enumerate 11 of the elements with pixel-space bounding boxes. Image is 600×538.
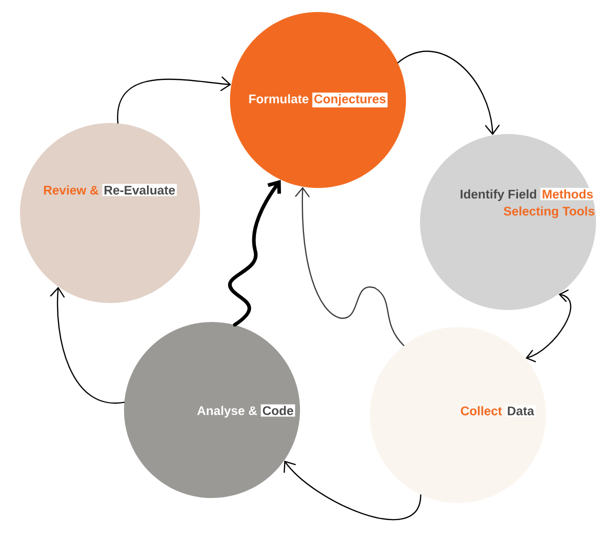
circle-label: Identify Field Methods Selecting Tools <box>460 188 595 218</box>
circle-label: Review & Re-Evaluate <box>44 184 177 196</box>
circle-label: Collect Data <box>460 405 536 417</box>
curved-arrow <box>294 186 404 346</box>
curved-arrow <box>284 460 422 520</box>
circle-label: Formulate Conjectures <box>249 92 388 108</box>
curved-arrow <box>397 50 500 136</box>
curved-arrow <box>50 286 125 404</box>
circle-label: Analyse & Code <box>197 404 296 418</box>
curved-arrow <box>117 76 232 124</box>
curved-arrow <box>526 289 572 362</box>
